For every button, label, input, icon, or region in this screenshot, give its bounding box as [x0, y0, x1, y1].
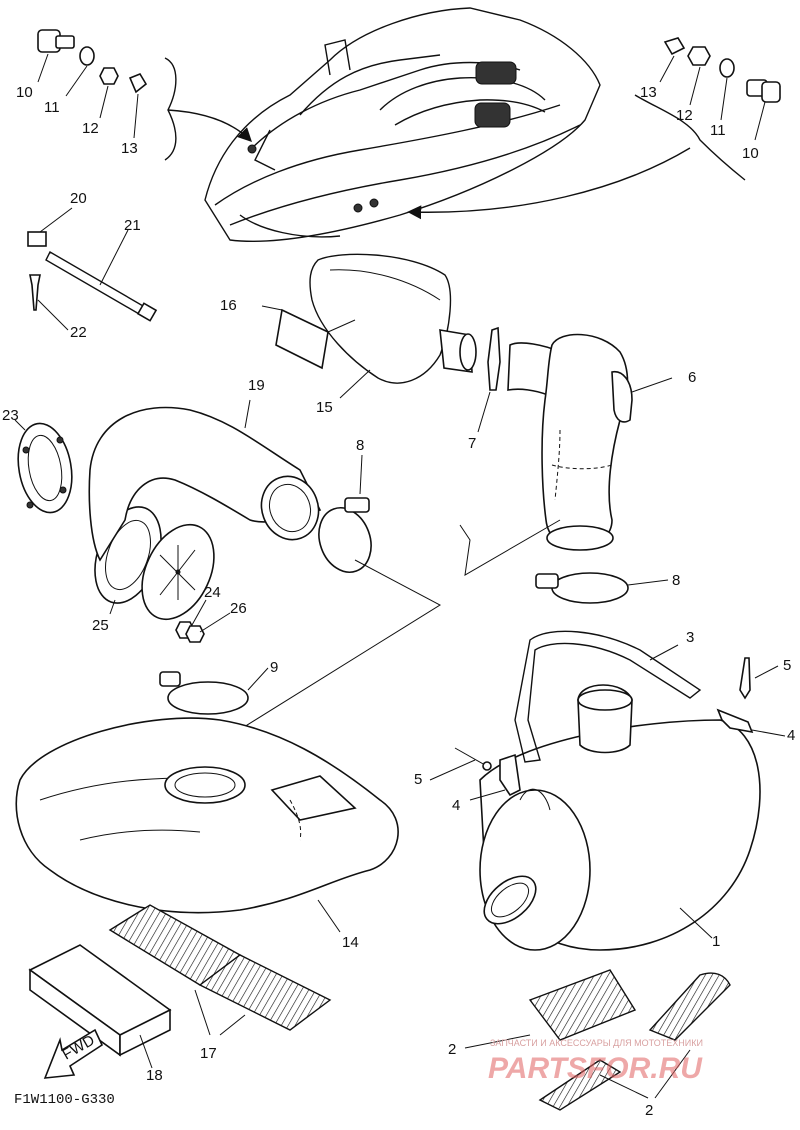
- callout-16: 16: [220, 297, 237, 314]
- callout-9: 9: [270, 659, 278, 676]
- callout-21: 21: [124, 217, 141, 234]
- muffler-1: [479, 684, 761, 951]
- callout-25: 25: [92, 617, 109, 634]
- clip-13-left: [128, 73, 148, 94]
- nut-12-right: [687, 46, 711, 66]
- mat-2-a: [528, 969, 637, 1041]
- callout-10-left: 10: [16, 84, 33, 101]
- callout-2-left: 2: [448, 1041, 456, 1058]
- callout-8-upper: 8: [356, 437, 364, 454]
- watermark-brand: PARTSFOR.RU: [488, 1052, 703, 1085]
- hose-clamp-9: [159, 667, 269, 715]
- callout-1: 1: [712, 933, 720, 950]
- callout-13-left: 13: [121, 140, 138, 157]
- callout-11-right: 11: [710, 122, 726, 139]
- pad-16: [275, 308, 329, 370]
- hull-port-right-a: [353, 203, 363, 213]
- callout-4-left: 4: [452, 797, 460, 814]
- watermark-tagline: ЗАПЧАСТИ И АКСЕССУАРЫ ДЛЯ МОТОТЕХНИКИ: [490, 1038, 703, 1048]
- washer-11-right: [719, 58, 735, 78]
- callout-numbers: 10 11 12 13 13 12 11 10 20 21 22 16 15 7…: [2, 84, 795, 1119]
- callout-7: 7: [468, 435, 476, 452]
- mat-2-b: [648, 972, 731, 1041]
- clamp-7: [487, 326, 501, 391]
- cable-tie-group: [27, 207, 158, 331]
- gasket-24: [141, 523, 215, 621]
- assembly-line-a: [214, 559, 442, 746]
- callout-23: 23: [2, 407, 19, 424]
- flange-23: [14, 419, 73, 514]
- callout-15: 15: [316, 399, 333, 416]
- water-box-14: [15, 717, 399, 933]
- diagram-code: F1W1100-G330: [14, 1092, 115, 1108]
- bracket-4-left: [499, 753, 521, 797]
- callout-24: 24: [204, 584, 221, 601]
- washer-11-left: [79, 46, 95, 66]
- callout-22: 22: [70, 324, 87, 341]
- callout-19: 19: [248, 377, 265, 394]
- rivet-5-right: [739, 657, 751, 700]
- mat-2-c: [538, 1059, 622, 1111]
- callout-10-right: 10: [742, 145, 759, 162]
- clip-13-right: [663, 37, 686, 56]
- left-vent-hardware-group: [37, 29, 252, 161]
- hull-port-left: [247, 144, 257, 154]
- callout-3: 3: [686, 629, 694, 646]
- callout-2-bottom: 2: [645, 1102, 653, 1119]
- hose-clamp-8-lower: [535, 572, 669, 604]
- callout-14: 14: [342, 934, 359, 951]
- callout-18: 18: [146, 1067, 163, 1084]
- callout-6: 6: [688, 369, 696, 386]
- callout-20: 20: [70, 190, 87, 207]
- nut-26: [185, 625, 205, 643]
- callout-12-left: 12: [82, 120, 99, 137]
- assembly-line-b: [459, 519, 561, 576]
- hull-port-right-b: [369, 198, 379, 208]
- rivet-5-left: [454, 747, 486, 766]
- hose-clamp-8-upper: [318, 454, 372, 573]
- callout-12-right: 12: [676, 107, 693, 124]
- callout-26: 26: [230, 600, 247, 617]
- rivet-22: [29, 274, 41, 311]
- cable-tie-21: [45, 251, 151, 319]
- watercraft-illustration: [204, 7, 601, 242]
- callout-17: 17: [200, 1045, 217, 1062]
- callout-4-right: 4: [787, 727, 795, 744]
- hose-6: [507, 333, 673, 551]
- bracket-4-right: [716, 708, 754, 734]
- forward-arrow: FWD: [43, 1028, 104, 1079]
- mat-17-b: [198, 954, 332, 1031]
- right-vent-hardware-group: [407, 37, 781, 220]
- silencer-15: [309, 253, 477, 399]
- muffler-hint: [474, 102, 511, 128]
- clamp-20: [27, 231, 47, 247]
- callout-5-left: 5: [414, 771, 422, 788]
- callout-8-lower: 8: [672, 572, 680, 589]
- nut-12-left: [99, 67, 119, 85]
- engine-airbox-hint: [475, 61, 517, 85]
- callout-5-right: 5: [783, 657, 791, 674]
- callout-13-right: 13: [640, 84, 657, 101]
- hose-19: [88, 399, 322, 562]
- strap-3: [514, 630, 702, 763]
- callout-11-left: 11: [44, 99, 60, 116]
